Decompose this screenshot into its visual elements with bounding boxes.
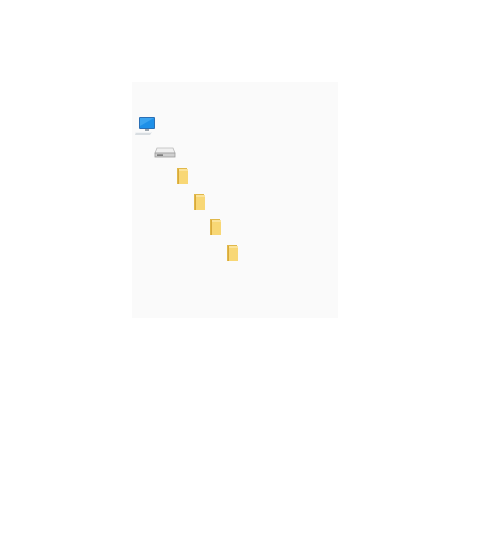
folder-icon — [208, 218, 222, 236]
folder-icon — [175, 167, 189, 185]
folder-icon — [192, 193, 206, 211]
tree-item-local-disk[interactable] — [154, 147, 180, 159]
tree-item-folder[interactable] — [208, 218, 226, 236]
tree-item-folder[interactable] — [225, 244, 243, 262]
folder-icon — [225, 244, 239, 262]
folder-tree-panel — [132, 82, 338, 318]
computer-icon — [135, 116, 157, 136]
tree-item-this-pc[interactable] — [135, 116, 161, 136]
hard-drive-icon — [154, 147, 176, 159]
tree-item-folder[interactable] — [175, 167, 193, 185]
tree-item-folder[interactable] — [192, 193, 210, 211]
